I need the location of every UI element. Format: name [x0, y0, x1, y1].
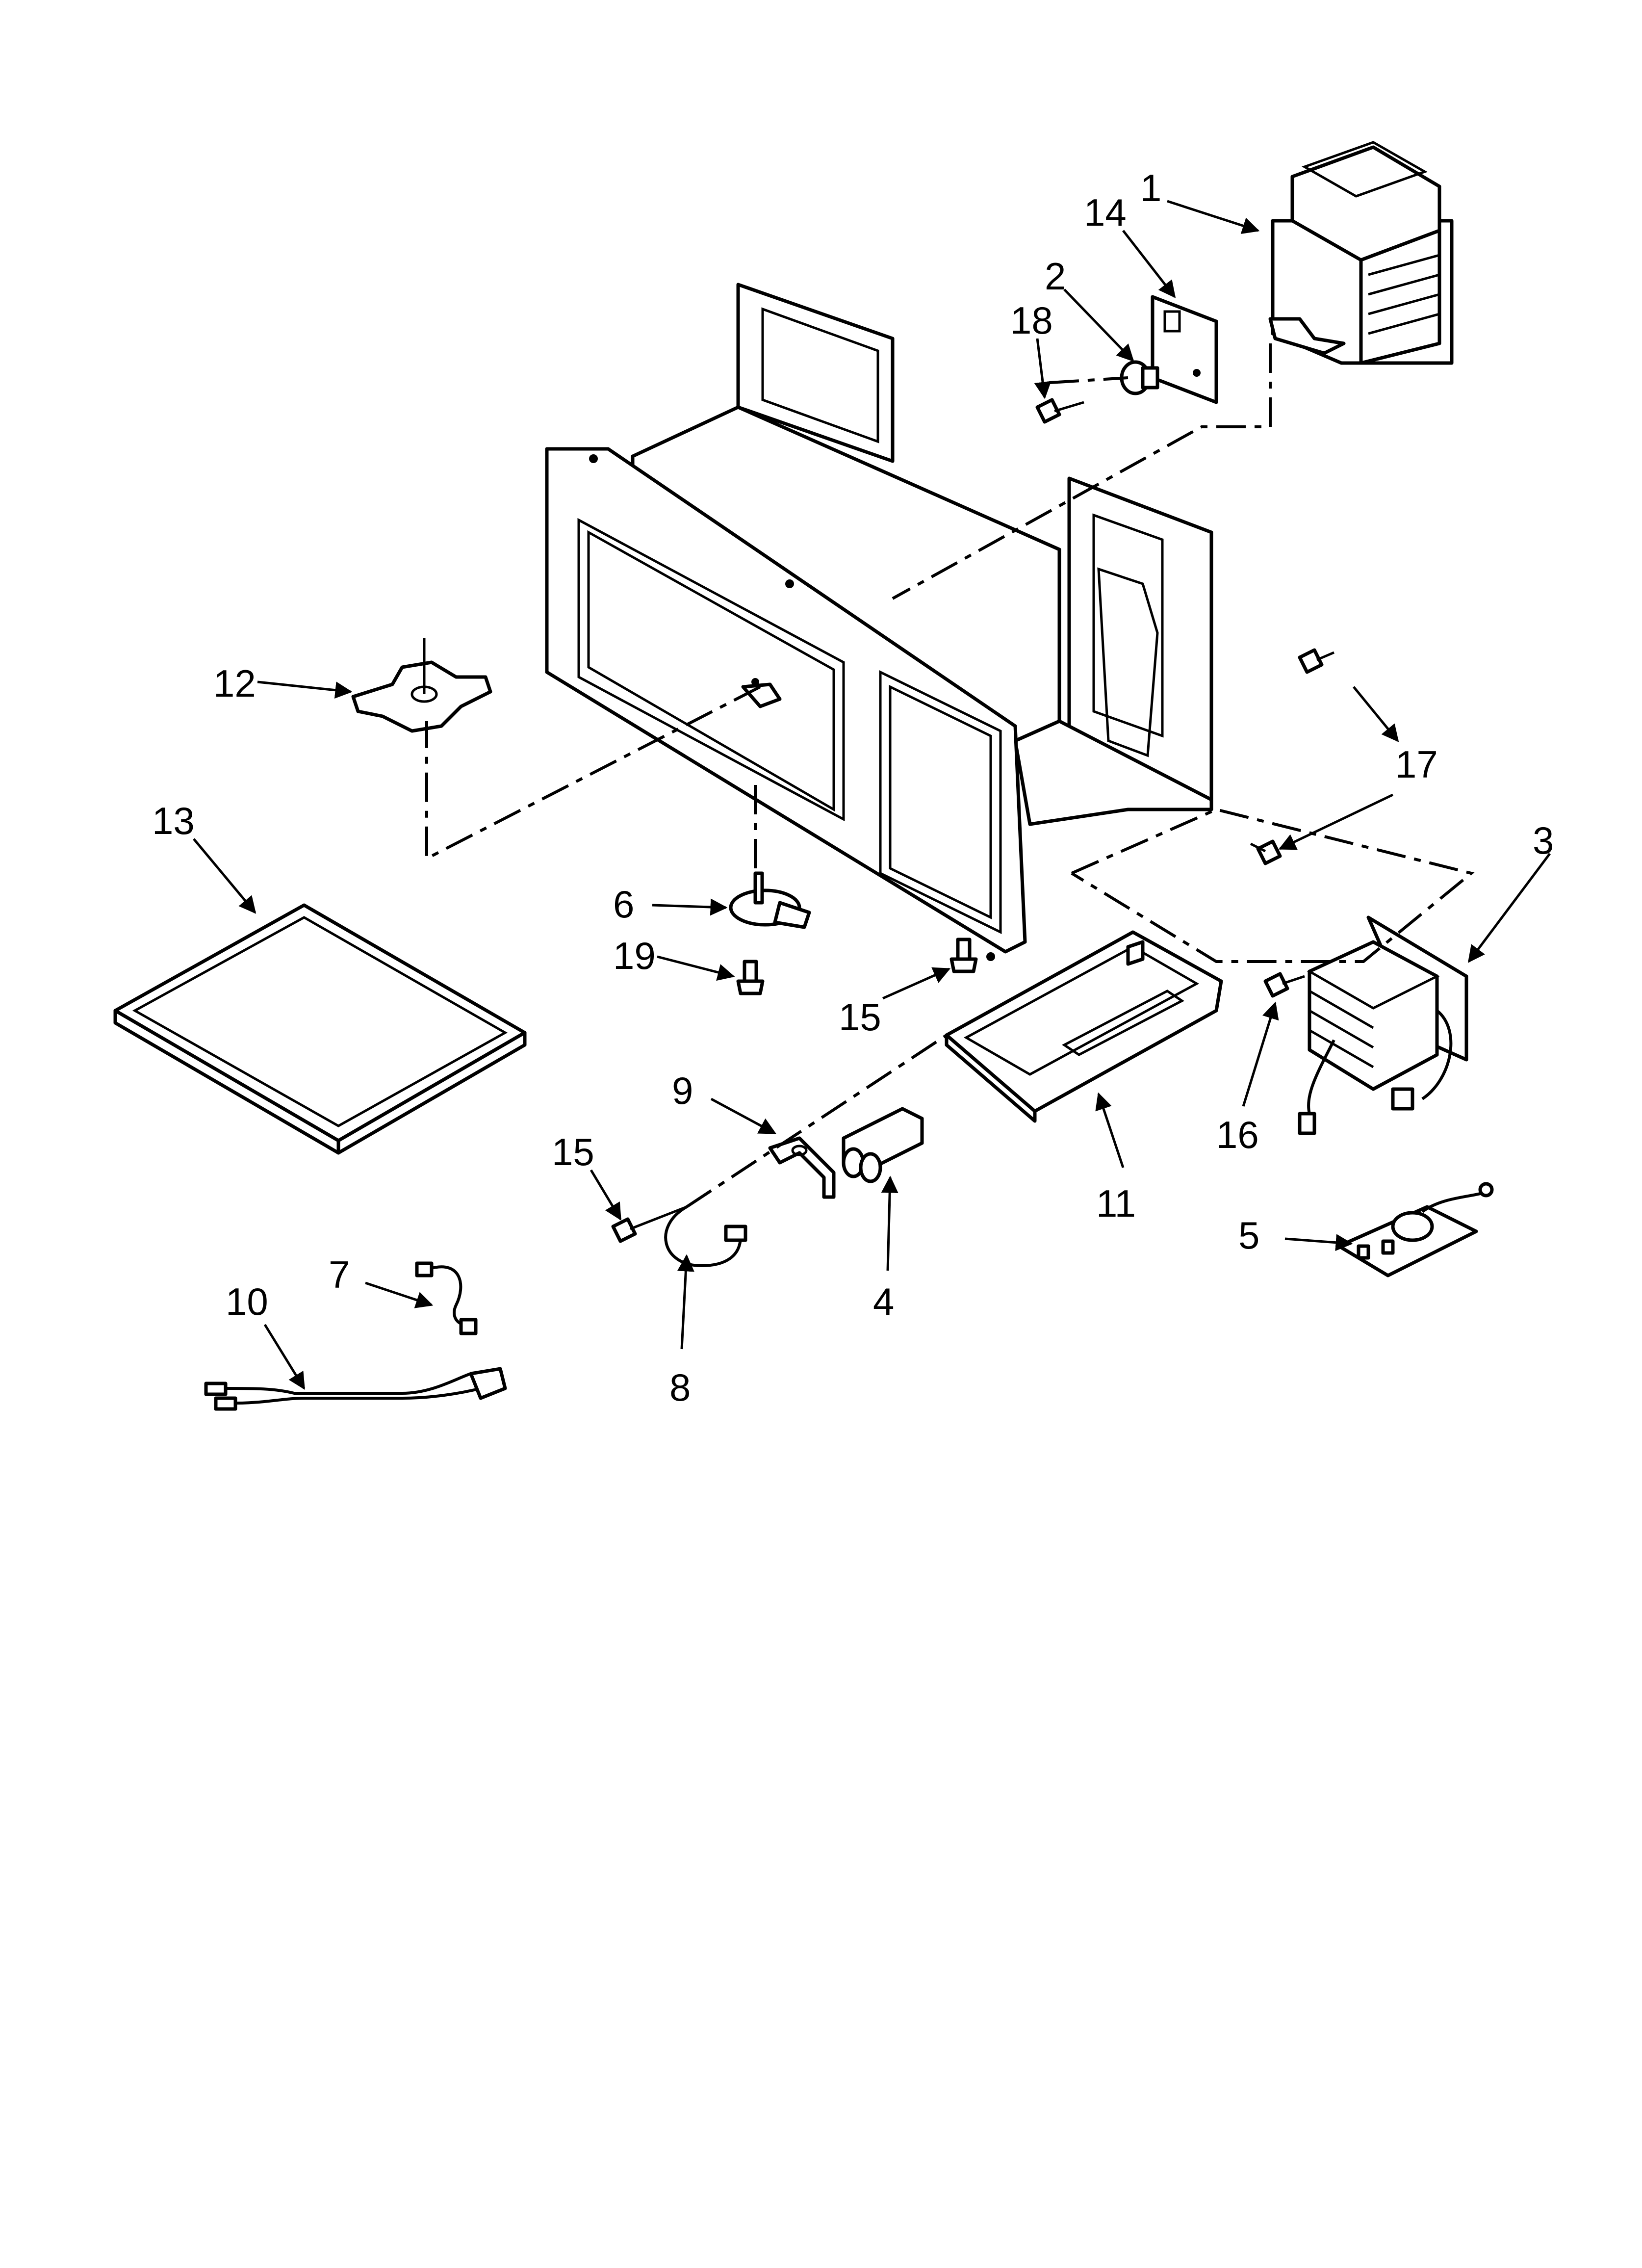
part-15-screw-left: [611, 1205, 687, 1243]
callout-9: 9: [672, 1069, 693, 1112]
callout-13: 13: [152, 799, 195, 842]
callout-10: 10: [226, 1280, 268, 1323]
part-6-turntable-motor: [729, 871, 811, 929]
callout-18: 18: [1010, 299, 1053, 342]
callout-1: 1: [1140, 166, 1161, 209]
part-17-screws: [1250, 648, 1334, 865]
part-4-capacitor: [842, 1107, 924, 1183]
part-15-screw-center: [949, 938, 978, 973]
callout-labels: 1 2 3 4 5 6 7 8 9 10 11 12 13 14 15 15 1…: [152, 166, 1554, 1409]
part-13-panel: [113, 903, 527, 1155]
callout-14: 14: [1084, 191, 1127, 234]
part-3-hv-transformer: [1298, 915, 1468, 1135]
callout-3: 3: [1533, 819, 1554, 862]
part-14-bracket: [1151, 295, 1218, 404]
callout-12: 12: [213, 662, 256, 705]
leader-lines: [193, 200, 1551, 1390]
part-8-diode: [664, 1205, 747, 1268]
part-7-wire: [415, 1261, 478, 1335]
callout-4: 4: [873, 1280, 894, 1323]
part-1-transformer: [1268, 141, 1454, 365]
callout-11: 11: [1096, 1182, 1136, 1225]
cavity-frame: [545, 283, 1213, 961]
part-10-harness: [204, 1367, 507, 1411]
part-18-screw: [1035, 398, 1084, 424]
part-11-base-plate: [945, 930, 1223, 1123]
callout-7: 7: [329, 1253, 350, 1296]
callout-2: 2: [1045, 255, 1066, 298]
part-9-clamp: [768, 1136, 836, 1199]
part-19-screw: [736, 960, 765, 995]
part-16-screw: [1263, 972, 1305, 998]
callout-15-left: 15: [552, 1130, 594, 1173]
callout-5: 5: [1238, 1214, 1259, 1257]
callout-16: 16: [1216, 1113, 1259, 1156]
callout-8: 8: [669, 1366, 691, 1409]
callout-17: 17: [1395, 743, 1438, 786]
callout-15-center: 15: [839, 995, 881, 1039]
part-12-stirrer: [351, 638, 492, 733]
callout-6: 6: [613, 883, 634, 926]
part-5-noise-filter: [1337, 1182, 1494, 1277]
assembly-lines: [425, 343, 1475, 1208]
callout-19: 19: [613, 934, 656, 977]
